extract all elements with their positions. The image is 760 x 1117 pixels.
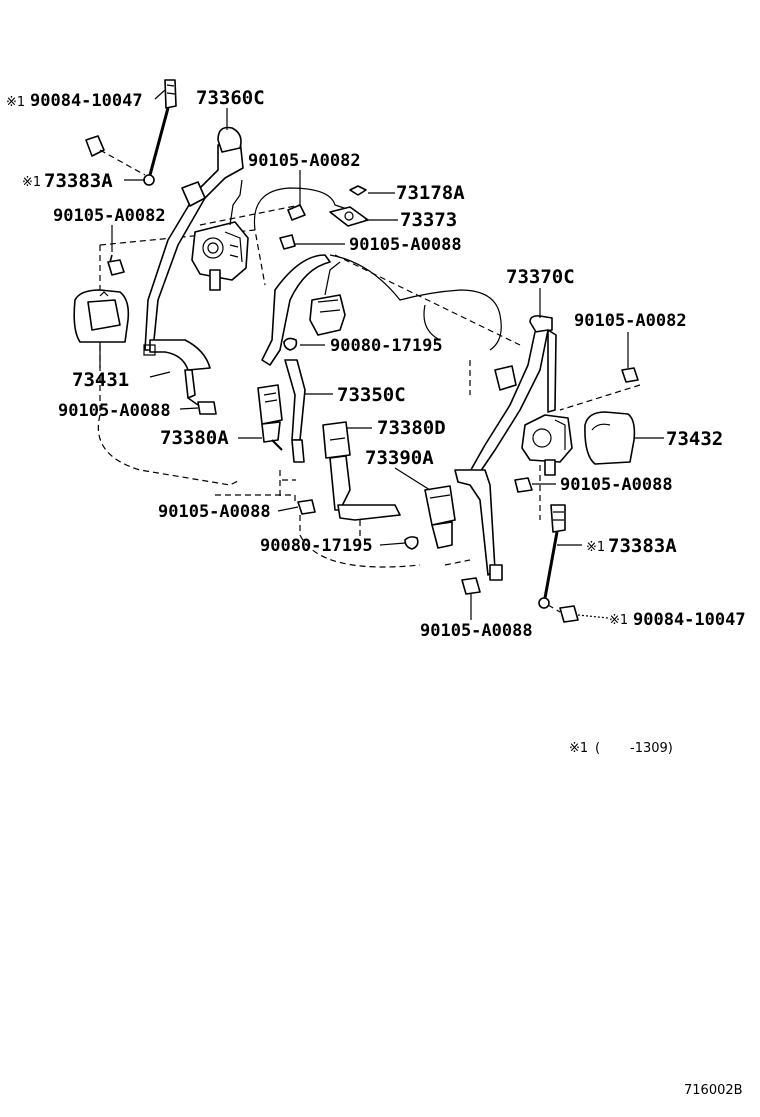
part-labels: ※1 90084-10047 73360C ※1 73383A 90105-A0…: [6, 87, 746, 641]
label-73380a: 73380A: [160, 427, 229, 449]
label-73431: 73431: [72, 369, 129, 391]
label-73350c: 73350C: [337, 384, 406, 406]
label-73432: 73432: [666, 428, 723, 450]
label-90105-a0088-center: 90105-A0088: [349, 235, 462, 255]
leader-lines: [99, 89, 664, 620]
left-seat-belt-assembly: [143, 126, 249, 399]
footnote-mark: ※1: [6, 95, 25, 110]
label-90084-10047-top: 90084-10047: [30, 91, 143, 111]
label-90105-a0088-left: 90105-A0088: [58, 401, 171, 421]
cover-73431: [73, 289, 130, 343]
label-90105-a0088-lower: 90105-A0088: [158, 502, 271, 522]
right-seat-belt-assembly: [454, 315, 573, 581]
label-73178a: 73178A: [396, 182, 465, 204]
center-seat-belt-assembly: [261, 254, 346, 463]
right-bolts: [514, 367, 639, 493]
right-anchor-rod: [538, 504, 579, 623]
label-73370c: 73370C: [506, 266, 575, 288]
label-73390a: 73390A: [365, 447, 434, 469]
cover-73432: [584, 411, 636, 465]
footnote-mark: ※1: [609, 613, 628, 628]
seat-outline: [97, 187, 641, 568]
diagram-code: 716002B: [684, 1083, 743, 1098]
center-small-parts: [107, 185, 369, 415]
footnote-mark: ※1: [586, 540, 605, 555]
label-73360c: 73360C: [196, 87, 265, 109]
footnote: ※1 ( -1309): [569, 741, 673, 756]
label-73380d: 73380D: [377, 417, 446, 439]
label-73383a-right: 73383A: [608, 535, 677, 557]
buckle-73380d: [322, 421, 401, 521]
lower-bolts: [297, 499, 481, 595]
footnote-open: (: [595, 741, 600, 756]
label-90080-17195-top: 90080-17195: [330, 336, 443, 356]
buckle-73390a: [424, 485, 456, 549]
buckle-73380a: [257, 384, 283, 451]
label-90105-a0088-bottom: 90105-A0088: [420, 621, 533, 641]
footnote-mark: ※1: [22, 175, 41, 190]
label-90105-a0088-right: 90105-A0088: [560, 475, 673, 495]
label-90105-a0082-left: 90105-A0082: [53, 206, 166, 226]
label-73373: 73373: [400, 209, 457, 231]
footnote-range: -1309): [630, 741, 673, 756]
label-90080-17195-lower: 90080-17195: [260, 536, 373, 556]
left-anchor-rod: [85, 79, 177, 186]
label-73383a-left: 73383A: [44, 170, 113, 192]
footnote-mark: ※1: [569, 741, 588, 756]
label-90105-a0082-top: 90105-A0082: [248, 151, 361, 171]
label-90105-a0082-right: 90105-A0082: [574, 311, 687, 331]
label-90084-10047-right: 90084-10047: [633, 610, 746, 630]
